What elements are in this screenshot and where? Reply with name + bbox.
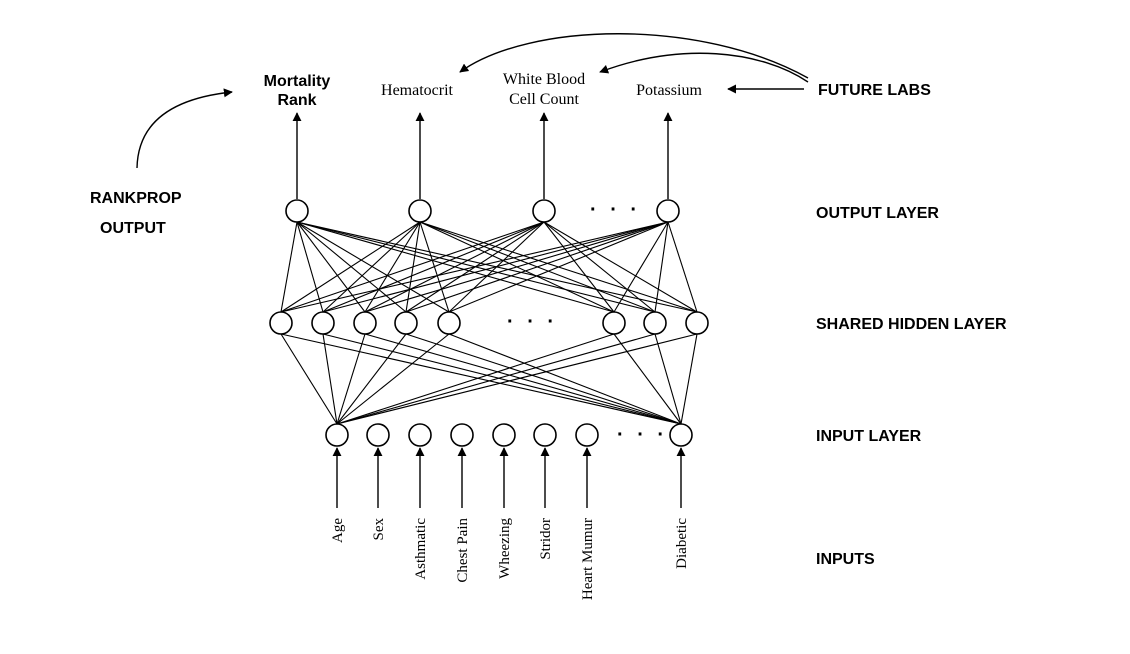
rankprop-output-label: RANKPROP: [90, 190, 182, 207]
output-node: [408, 199, 432, 223]
connection-edge: [296, 221, 366, 313]
input-node: [575, 423, 599, 447]
output-node: [656, 199, 680, 223]
input-feature-label: Heart Mumur: [580, 518, 596, 600]
connection-edge: [296, 221, 450, 313]
connection-edge: [405, 221, 669, 313]
input-node: [533, 423, 557, 447]
output-node: [532, 199, 556, 223]
connection-edge: [543, 221, 656, 313]
connection-edge: [336, 333, 698, 425]
connection-edge: [364, 221, 669, 313]
connection-edge: [296, 221, 324, 313]
connection-edge: [364, 333, 682, 425]
hidden-layer-nodes: [269, 311, 709, 335]
input-feature-label: Stridor: [538, 518, 554, 560]
input-node: [669, 423, 693, 447]
connection-edge: [448, 221, 669, 313]
connection-edge: [280, 221, 669, 313]
connection-edge: [364, 221, 545, 313]
hidden-node: [685, 311, 709, 335]
shared-hidden-layer-label: SHARED HIDDEN LAYER: [816, 316, 1007, 333]
connection-edge: [322, 221, 421, 313]
hidden-node: [311, 311, 335, 335]
input-node: [450, 423, 474, 447]
future-labs-label: FUTURE LABS: [818, 82, 931, 99]
hematocrit-label: Hematocrit: [381, 82, 454, 99]
hidden-node: [437, 311, 461, 335]
connection-edge: [543, 221, 615, 313]
connection-edge: [280, 333, 338, 425]
input-node: [408, 423, 432, 447]
connection-edge: [336, 333, 366, 425]
mortality-rank-label: Mortality: [264, 73, 331, 90]
connection-edge: [280, 221, 298, 313]
future-labs-to-hematocrit-arrow: [459, 33, 809, 79]
input-node: [492, 423, 516, 447]
input-node: [325, 423, 349, 447]
output-node: [285, 199, 309, 223]
input-arrows: [332, 447, 686, 508]
wbc-label-line2: Cell Count: [509, 91, 579, 108]
input-layer-nodes: [325, 423, 693, 447]
input-feature-labels: Age Sex Asthmatic Chest Pain Wheezing Stridor…: [330, 518, 690, 601]
hidden-node: [353, 311, 377, 335]
connection-edge: [364, 221, 421, 313]
hidden-ellipsis: · · ·: [507, 311, 558, 333]
inputs-label: INPUTS: [816, 551, 875, 568]
input-feature-label: Diabetic: [674, 518, 690, 569]
output-layer-nodes: [285, 199, 680, 223]
connection-edge: [322, 333, 338, 425]
connection-edge: [680, 333, 698, 425]
hidden-node: [394, 311, 418, 335]
rankprop-output-label-line2: OUTPUT: [100, 220, 166, 237]
input-feature-label: Sex: [371, 518, 387, 541]
input-feature-label: Chest Pain: [455, 518, 471, 583]
output-hidden-connections: [280, 221, 698, 313]
hidden-node: [602, 311, 626, 335]
rankprop-to-mortality-arrow: [136, 88, 233, 169]
input-feature-label: Wheezing: [497, 518, 513, 579]
connection-edge: [280, 221, 545, 313]
input-feature-label: Asthmatic: [413, 518, 429, 580]
connection-edge: [336, 333, 615, 425]
connection-edge: [322, 221, 545, 313]
connection-edge: [654, 333, 682, 425]
connection-edge: [613, 333, 682, 425]
hidden-node: [643, 311, 667, 335]
output-layer-label: OUTPUT LAYER: [816, 205, 939, 222]
connection-edge: [667, 221, 698, 313]
connection-edge: [336, 333, 450, 425]
connection-edge: [280, 333, 682, 425]
connection-edge: [405, 333, 682, 425]
connection-edge: [322, 221, 669, 313]
hidden-node: [269, 311, 293, 335]
connection-edge: [280, 221, 421, 313]
input-ellipsis: · · ·: [617, 424, 668, 446]
future-labs-to-wbc-arrow: [599, 52, 809, 83]
connection-edge: [336, 333, 656, 425]
input-node: [366, 423, 390, 447]
connection-edge: [322, 333, 682, 425]
mortality-rank-label-line2: Rank: [277, 92, 316, 109]
input-feature-label: Age: [330, 518, 346, 543]
connection-edge: [613, 221, 669, 313]
potassium-label: Potassium: [636, 82, 702, 99]
wbc-label: White Blood: [503, 71, 585, 88]
connection-edge: [336, 333, 407, 425]
hidden-input-connections: [280, 333, 698, 425]
output-ellipsis: · · ·: [590, 199, 641, 221]
connection-edge: [543, 221, 698, 313]
connection-edge: [448, 333, 682, 425]
connection-edge: [654, 221, 669, 313]
input-layer-label: INPUT LAYER: [816, 428, 922, 445]
